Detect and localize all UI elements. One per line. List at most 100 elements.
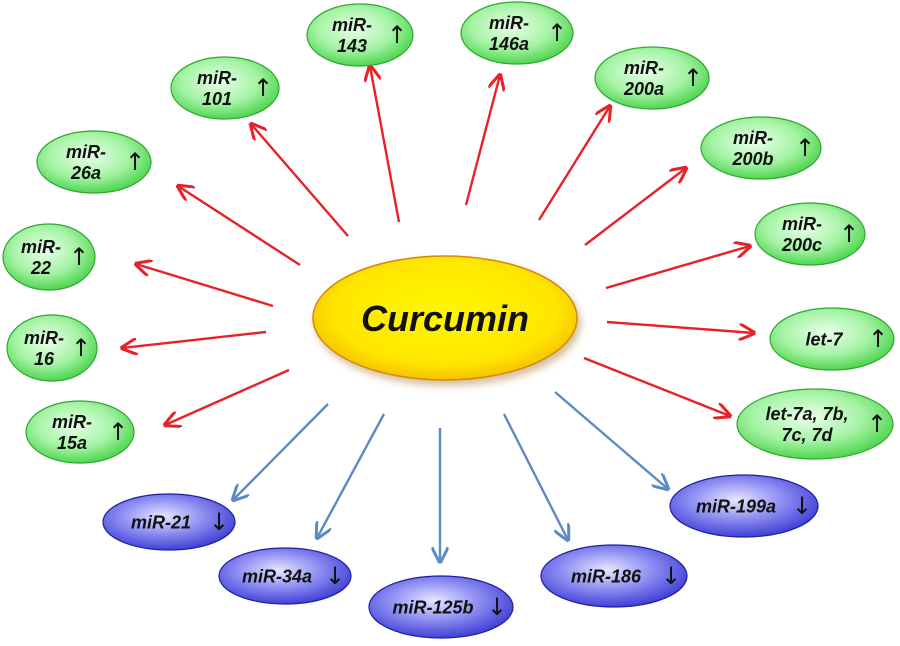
node-label-line: 143: [337, 36, 367, 56]
up-arrow-symbol: ↑: [795, 134, 815, 162]
node-label-line: 200b: [731, 149, 773, 169]
node-ellipse: [36, 130, 152, 194]
upregulated-node-10: let-7 ↑: [769, 307, 895, 371]
node-label-line: miR-: [332, 15, 372, 35]
up-arrow-2: [136, 264, 274, 308]
up-arrow-symbol: ↑: [867, 410, 887, 438]
up-arrow-1: [122, 330, 267, 348]
up-arrow-symbol: ↑: [839, 220, 859, 248]
node-label-line: miR-34a: [242, 566, 312, 586]
up-arrow-9: [605, 246, 750, 290]
up-arrow-4: [251, 124, 349, 237]
node-label-line: let-7: [805, 329, 843, 349]
down-arrow-symbol: ↓: [209, 508, 229, 536]
node-label-line: miR-: [52, 412, 92, 432]
node-label-line: 146a: [489, 34, 529, 54]
down-arrow-symbol: ↓: [325, 562, 345, 590]
up-arrow-5: [370, 66, 401, 223]
node-ellipse: [769, 307, 895, 371]
up-arrow-symbol: ↑: [69, 243, 89, 271]
up-arrow-symbol: ↑: [387, 21, 407, 49]
upregulated-node-6: miR-146a ↑: [460, 1, 574, 65]
node-label-line: miR-: [624, 58, 664, 78]
up-arrow-3: [178, 186, 301, 267]
down-arrow-3: [502, 413, 568, 540]
node-ellipse: [736, 388, 894, 460]
node-label-line: miR-186: [571, 566, 642, 586]
node-label-line: 101: [202, 89, 232, 109]
node-label-line: miR-: [197, 68, 237, 88]
downregulated-node-1: miR-34a ↓: [218, 547, 352, 605]
upregulated-node-8: miR-200b ↑: [700, 116, 822, 180]
node-ellipse: [754, 202, 866, 266]
node-label-line: miR-21: [131, 512, 191, 532]
down-arrow-4: [554, 391, 668, 489]
up-arrow-8: [584, 168, 686, 246]
center-ellipse: [312, 255, 578, 381]
node-label-line: miR-: [21, 237, 61, 257]
up-arrow-symbol: ↑: [108, 418, 128, 446]
node-label-line: miR-: [24, 328, 64, 348]
node-ellipse: [25, 400, 135, 464]
node-label-line: miR-199a: [696, 496, 776, 516]
downregulated-node-4: miR-199a ↓: [669, 474, 819, 538]
node-label-line: miR-125b: [392, 597, 473, 617]
upregulated-node-2: miR-22 ↑: [2, 223, 96, 291]
node-label-line: 22: [30, 258, 51, 278]
node-ellipse: [306, 3, 414, 67]
upregulated-node-5: miR-143 ↑: [306, 3, 414, 67]
center-label: Curcumin: [361, 298, 529, 339]
upregulated-node-4: miR-101 ↑: [170, 56, 280, 120]
node-label-line: 16: [34, 349, 55, 369]
up-arrow-symbol: ↑: [71, 334, 91, 362]
down-arrow-symbol: ↓: [792, 492, 812, 520]
node-ellipse: [368, 575, 514, 639]
node-label-line: 7c, 7d: [781, 425, 833, 445]
node-ellipse: [102, 493, 236, 551]
downregulated-node-3: miR-186 ↓: [540, 544, 688, 608]
node-label-line: 200a: [623, 79, 664, 99]
up-arrow-symbol: ↑: [868, 325, 888, 353]
up-arrow-6: [464, 75, 500, 206]
down-arrow-1: [317, 413, 386, 538]
nodes-layer: miR-15a↑miR-16↑miR-22↑miR-26a↑miR-101↑mi…: [2, 1, 895, 639]
up-arrow-10: [606, 320, 754, 333]
up-arrow-11: [583, 356, 730, 416]
node-label-line: miR-: [66, 142, 106, 162]
node-ellipse: [594, 46, 710, 110]
node-ellipse: [460, 1, 574, 65]
node-ellipse: [540, 544, 688, 608]
down-arrow-symbol: ↓: [661, 562, 681, 590]
up-arrow-0: [165, 368, 290, 425]
node-label-line: miR-: [733, 128, 773, 148]
node-ellipse: [170, 56, 280, 120]
node-label-line: 200c: [781, 235, 822, 255]
center-node: Curcumin: [312, 255, 578, 381]
up-arrow-symbol: ↑: [683, 64, 703, 92]
up-arrow-symbol: ↑: [125, 148, 145, 176]
downregulated-node-2: miR-125b ↓: [368, 575, 514, 639]
upregulated-node-3: miR-26a ↑: [36, 130, 152, 194]
upregulated-node-1: miR-16 ↑: [6, 314, 98, 382]
node-label-line: let-7a, 7b,: [765, 404, 848, 424]
upregulated-node-9: miR-200c ↑: [754, 202, 866, 266]
upregulated-node-7: miR-200a ↑: [594, 46, 710, 110]
node-ellipse: [218, 547, 352, 605]
node-ellipse: [669, 474, 819, 538]
up-arrow-symbol: ↑: [253, 74, 273, 102]
node-label-line: miR-: [489, 13, 529, 33]
down-arrow-symbol: ↓: [487, 593, 507, 621]
up-arrow-symbol: ↑: [547, 19, 567, 47]
down-arrow-0: [233, 403, 329, 500]
node-ellipse: [2, 223, 96, 291]
node-label-line: 15a: [57, 433, 87, 453]
node-label-line: 26a: [70, 163, 101, 183]
arrows-layer: [122, 66, 754, 562]
node-ellipse: [700, 116, 822, 180]
upregulated-node-0: miR-15a ↑: [25, 400, 135, 464]
node-label-line: miR-: [782, 214, 822, 234]
node-ellipse: [6, 314, 98, 382]
downregulated-node-0: miR-21 ↓: [102, 493, 236, 551]
